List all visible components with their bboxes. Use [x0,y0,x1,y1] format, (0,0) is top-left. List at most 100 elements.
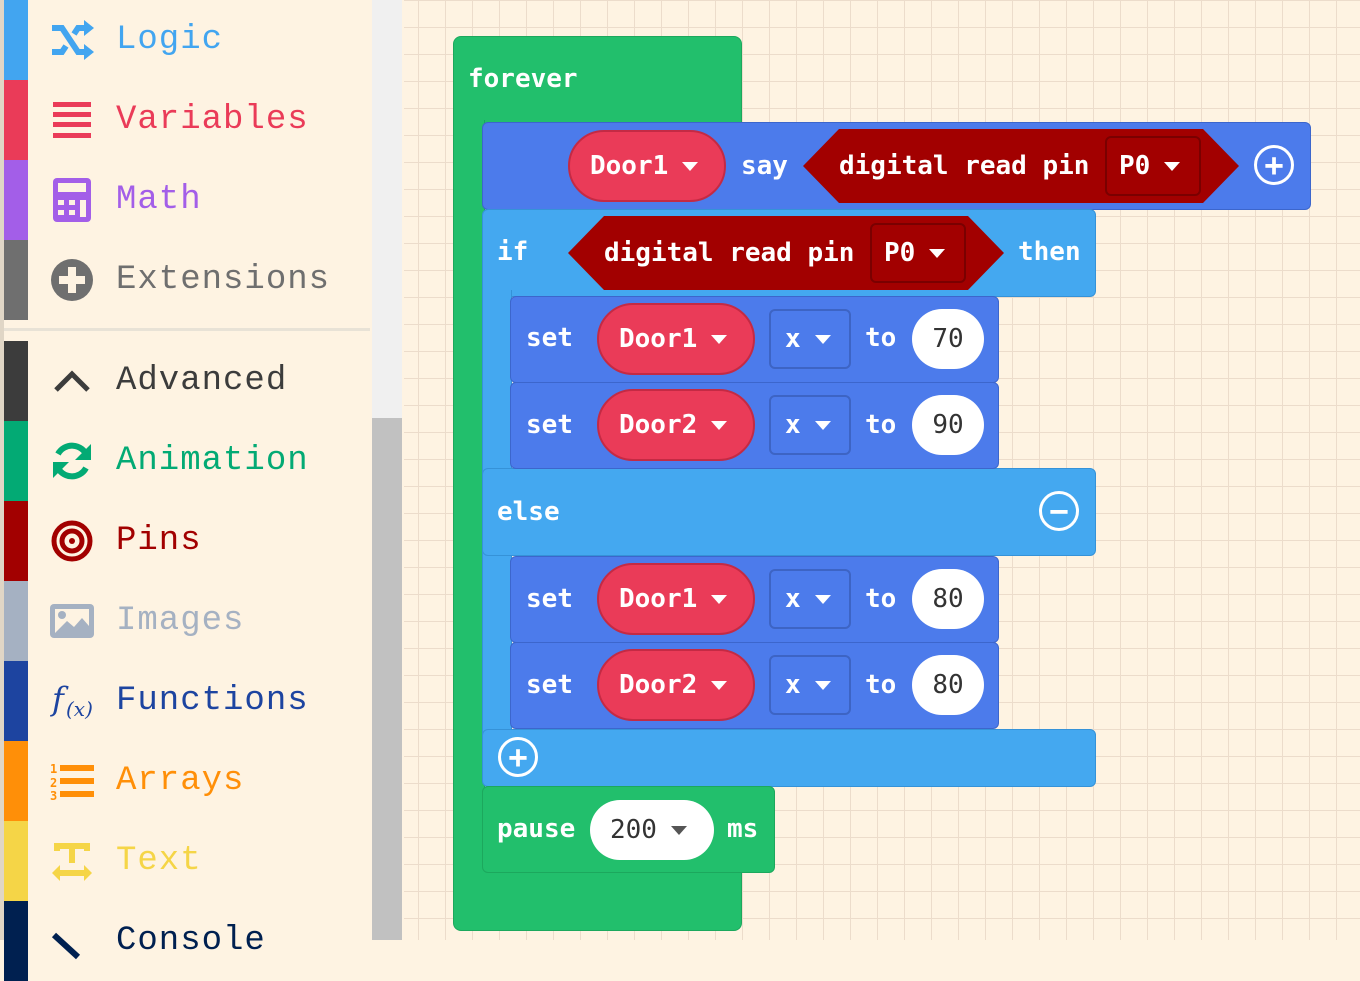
toolbox-category-variables[interactable]: Variables [4,80,370,160]
dropdown-arrow-icon [711,334,728,344]
function-icon: f(x) [48,677,96,725]
category-label: Arrays [116,762,245,800]
toolbox-category-advanced[interactable]: Advanced [4,341,370,421]
if-bottom [482,729,1096,787]
dropdown-arrow-icon [711,420,728,430]
category-label: Animation [116,442,309,480]
set-label: set [526,323,573,353]
variable-dropdown[interactable]: Door1 [597,303,755,375]
toolbox-category-logic[interactable]: Logic [4,0,370,80]
category-color-bar [4,821,28,901]
category-label: Console [116,922,266,960]
variable-name: Door2 [619,410,698,440]
toolbox-category-text[interactable]: Text [4,821,370,901]
pause-duration-dropdown[interactable]: 200 [590,800,714,860]
variable-dropdown[interactable]: Door2 [597,649,755,721]
shuffle-icon [48,16,96,64]
dropdown-arrow-icon [814,334,831,344]
variable-dropdown[interactable]: Door2 [597,389,755,461]
category-color-bar [4,240,28,320]
toolbox-category-console[interactable]: Console [4,901,370,981]
variable-name: Door1 [619,324,698,354]
image-icon [48,597,96,645]
to-label: to [865,584,897,614]
else-label: else [497,497,560,527]
variable-name: Door1 [619,584,698,614]
dropdown-arrow-icon [814,594,831,604]
property-dropdown[interactable]: x [769,395,851,455]
svg-text:1: 1 [50,762,57,776]
svg-text:3: 3 [50,789,57,801]
dropdown-arrow-icon [1164,161,1181,171]
category-label: Variables [116,101,309,139]
set-label: set [526,410,573,440]
svg-text:2: 2 [50,776,57,790]
to-label: to [865,410,897,440]
calculator-icon [48,176,96,224]
variable-name: Door1 [590,151,669,181]
toolbox-category-animation[interactable]: Animation [4,421,370,501]
property-name: x [785,324,801,354]
add-plus-icon[interactable]: + [1254,145,1294,185]
category-label: Text [116,842,202,880]
dropdown-arrow-icon [814,420,831,430]
dropdown-arrow-icon [682,161,699,171]
then-label: then [1018,237,1081,267]
else-bar [482,468,1096,556]
toolbox-category-pins[interactable]: Pins [4,501,370,581]
say-label: say [741,151,788,181]
category-label: Pins [116,522,202,560]
property-name: x [785,670,801,700]
toolbox-category-images[interactable]: Images [4,581,370,661]
to-label: to [865,323,897,353]
if-label: if [497,237,529,267]
variable-name: Door2 [619,670,698,700]
digital-read-label: digital read pin [839,151,1090,181]
category-label: Math [116,181,202,219]
toolbox-category-math[interactable]: Math [4,160,370,240]
category-color-bar [4,80,28,160]
list-icon [48,96,96,144]
category-color-bar [4,501,28,581]
to-label: to [865,670,897,700]
toolbox-category-extensions[interactable]: Extensions [4,240,370,320]
category-label: Advanced [116,362,288,400]
toolbox-category-functions[interactable]: f(x) Functions [4,661,370,741]
category-label: Functions [116,682,309,720]
category-color-bar [4,901,28,981]
property-name: x [785,584,801,614]
category-color-bar [4,581,28,661]
category-color-bar [4,341,28,421]
value-input[interactable]: 70 [912,309,984,369]
pin-dropdown[interactable]: P0 [1105,136,1201,196]
toolbox-divider [4,328,370,331]
forever-bottom [453,870,742,931]
forever-label: forever [468,64,578,94]
pin-value: P0 [884,238,916,268]
variable-dropdown[interactable]: Door1 [568,130,726,202]
category-label: Images [116,602,245,640]
forever-block[interactable] [453,36,742,124]
category-color-bar [4,160,28,240]
svg-text:(x): (x) [66,697,93,721]
ms-label: ms [727,814,759,844]
value-input[interactable]: 80 [912,655,984,715]
pin-dropdown[interactable]: P0 [870,223,966,283]
value-input[interactable]: 90 [912,395,984,455]
value-input[interactable]: 80 [912,569,984,629]
toolbox-scrollbar-thumb[interactable] [372,418,402,940]
property-dropdown[interactable]: x [769,655,851,715]
plus-circle-icon [48,256,96,304]
property-dropdown[interactable]: x [769,569,851,629]
pause-value: 200 [610,815,657,845]
chevron-up-icon [48,357,96,405]
category-color-bar [4,0,28,80]
variable-dropdown[interactable]: Door1 [597,563,755,635]
dropdown-arrow-icon [670,825,687,835]
property-dropdown[interactable]: x [769,309,851,369]
remove-minus-icon[interactable]: − [1039,491,1079,531]
terminal-icon [48,917,96,965]
add-plus-icon[interactable]: + [498,737,538,777]
